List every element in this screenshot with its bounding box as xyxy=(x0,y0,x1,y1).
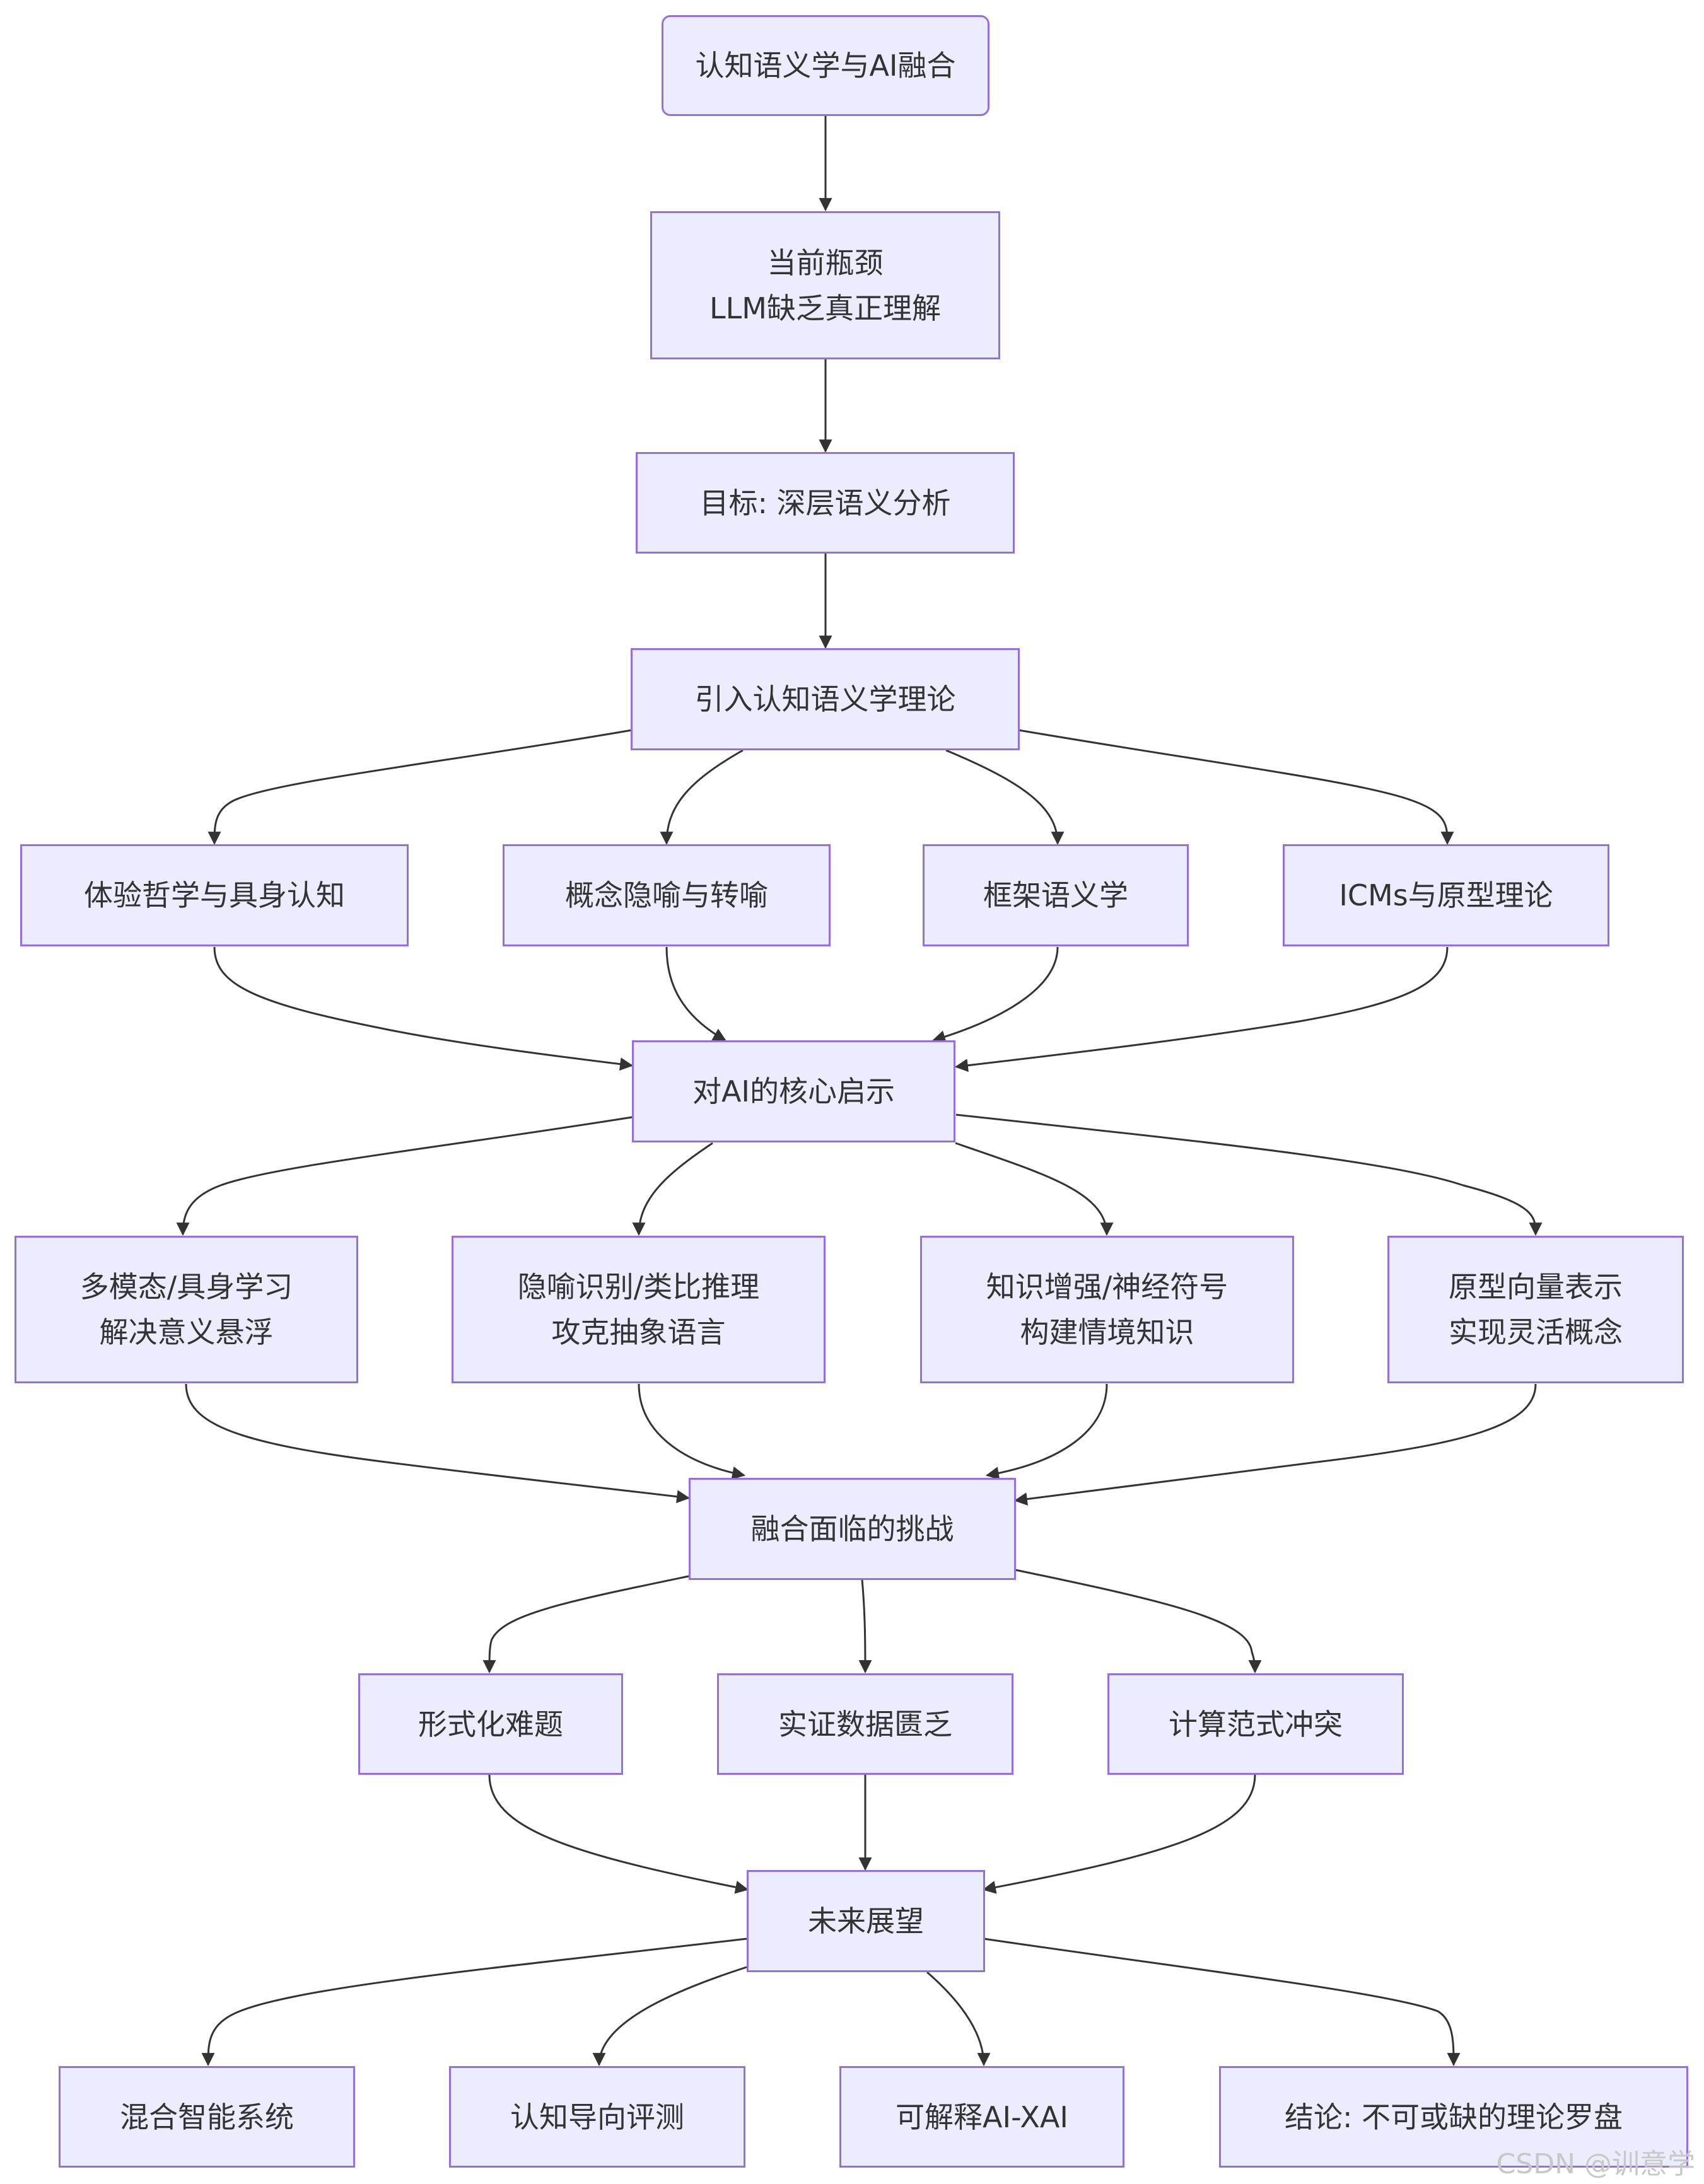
edge-intro-theory1 xyxy=(207,729,633,845)
edge-ch1-future xyxy=(488,1774,749,1894)
edge-challenges-ch3 xyxy=(1015,1569,1262,1674)
watermark: CSDN @训意学 xyxy=(1496,2148,1695,2180)
node-bottleneck: 当前瓶颈 LLM缺乏真正理解 xyxy=(650,211,1000,359)
node-goal: 目标: 深层语义分析 xyxy=(636,452,1015,554)
node-insight4: 原型向量表示 实现灵活概念 xyxy=(1387,1236,1684,1383)
node-theory1: 体验哲学与具身认知 xyxy=(20,844,409,946)
edge-intro-theory2 xyxy=(660,749,744,845)
edge-insight1-challenges xyxy=(185,1383,691,1504)
node-core: 对AI的核心启示 xyxy=(632,1040,955,1142)
node-theory3: 框架语义学 xyxy=(923,844,1189,946)
edge-challenges-ch2 xyxy=(858,1579,872,1674)
edge-core-insight1 xyxy=(176,1116,633,1236)
edge-future-f4 xyxy=(983,1937,1461,2067)
edge-insight2-challenges xyxy=(638,1383,746,1480)
node-start: 认知语义学与AI融合 xyxy=(662,15,989,116)
edge-insight4-challenges xyxy=(1013,1383,1537,1506)
edge-core-insight4 xyxy=(955,1113,1543,1236)
node-challenges: 融合面临的挑战 xyxy=(689,1478,1016,1580)
node-intro: 引入认知语义学理论 xyxy=(631,648,1020,750)
node-ch3: 计算范式冲突 xyxy=(1107,1673,1404,1775)
node-ch1: 形式化难题 xyxy=(358,1673,623,1775)
node-f3: 可解释AI-XAI xyxy=(839,2066,1124,2168)
edge-intro-theory3 xyxy=(945,749,1065,845)
node-f4: 结论: 不可或缺的理论罗盘 xyxy=(1219,2066,1688,2168)
node-insight2: 隐喻识别/类比推理 攻克抽象语言 xyxy=(452,1236,826,1383)
node-theory4: ICMs与原型理论 xyxy=(1283,844,1609,946)
node-theory2: 概念隐喻与转喻 xyxy=(503,844,831,946)
edge-theory2-core xyxy=(665,946,727,1042)
edge-future-f3 xyxy=(926,1971,991,2067)
edge-theory1-core xyxy=(213,946,634,1071)
node-f2: 认知导向评测 xyxy=(449,2066,745,2168)
edge-insight3-challenges xyxy=(985,1383,1108,1480)
node-insight1: 多模态/具身学习 解决意义悬浮 xyxy=(15,1236,358,1383)
edge-future-f2 xyxy=(592,1966,747,2067)
edge-theory3-core xyxy=(931,946,1059,1043)
edge-core-insight2 xyxy=(632,1142,713,1236)
edge-intro-theory4 xyxy=(1018,729,1454,845)
node-insight3: 知识增强/神经符号 构建情境知识 xyxy=(920,1236,1294,1383)
edge-ch3-future xyxy=(982,1774,1256,1894)
node-future: 未来展望 xyxy=(747,1870,985,1972)
edge-future-f1 xyxy=(201,1937,747,2067)
node-f1: 混合智能系统 xyxy=(59,2066,355,2168)
edge-challenges-ch1 xyxy=(482,1575,689,1674)
edge-core-insight3 xyxy=(955,1142,1114,1236)
edge-theory4-core xyxy=(954,946,1449,1072)
node-ch2: 实证数据匮乏 xyxy=(717,1673,1013,1775)
